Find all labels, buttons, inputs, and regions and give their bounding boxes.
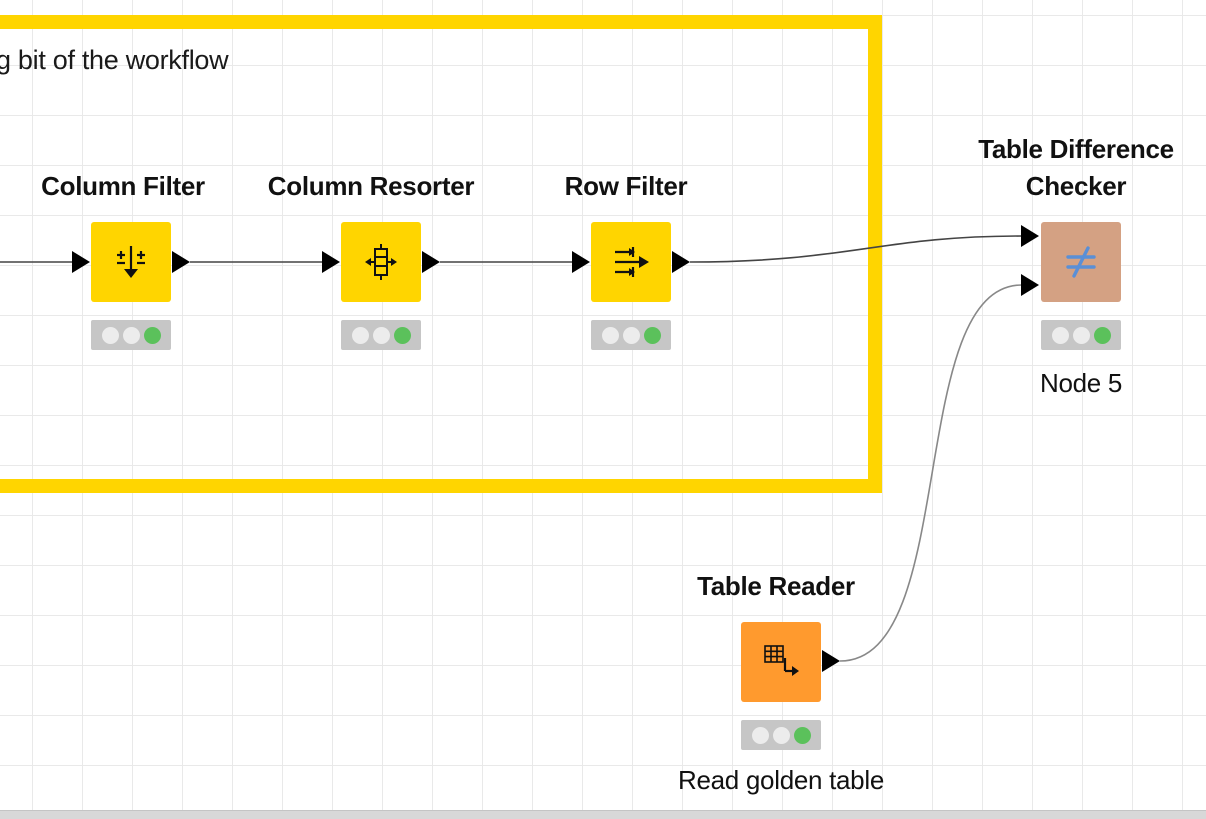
node-label-table-difference-checker[interactable]: Node 5 — [1039, 368, 1123, 398]
node-column-resorter[interactable] — [341, 222, 421, 302]
annotation-text: g bit of the workflow — [0, 45, 229, 75]
status-indicator-table-difference-checker — [1041, 320, 1121, 350]
node-title-column-resorter: Column Resorter — [267, 171, 475, 201]
node-table-reader[interactable] — [741, 622, 821, 702]
node-title-table-difference-checker: Table Difference Checker — [946, 131, 1206, 205]
row-filter-icon — [615, 247, 649, 277]
node-row-filter[interactable] — [591, 222, 671, 302]
node-label-table-reader[interactable]: Read golden table — [678, 765, 884, 795]
node-title-table-reader: Table Reader — [697, 571, 855, 601]
column-resorter-icon — [365, 244, 397, 280]
status-indicator-column-filter — [91, 320, 171, 350]
column-filter-icon — [117, 246, 145, 278]
table-reader-icon — [764, 645, 799, 676]
node-column-filter[interactable] — [91, 222, 171, 302]
node-table-difference-checker[interactable] — [1041, 222, 1121, 302]
horizontal-scrollbar[interactable] — [0, 810, 1206, 819]
node-title-column-filter: Column Filter — [41, 171, 205, 201]
status-indicator-column-resorter — [341, 320, 421, 350]
status-indicator-table-reader — [741, 720, 821, 750]
status-indicator-row-filter — [591, 320, 671, 350]
node-title-line-2: Checker — [1025, 171, 1127, 201]
node-title-line-1: Table Difference — [978, 134, 1174, 164]
not-equal-icon — [1066, 246, 1096, 278]
node-title-row-filter: Row Filter — [564, 171, 688, 201]
